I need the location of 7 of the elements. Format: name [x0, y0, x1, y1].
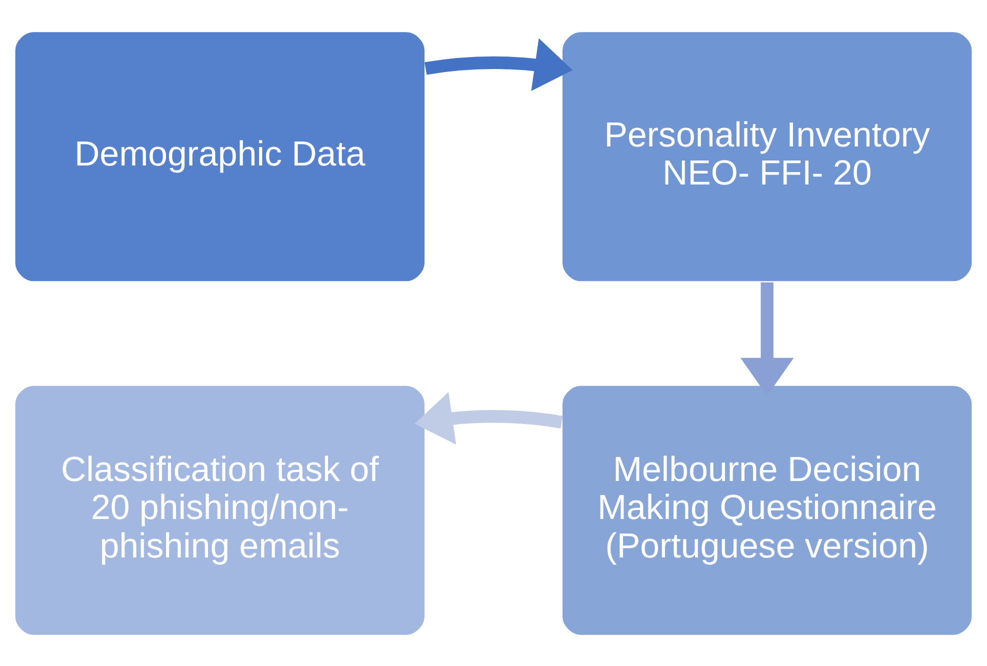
node-box: Demographic Data	[14, 30, 426, 282]
arrow	[740, 282, 794, 396]
arrow	[424, 38, 573, 90]
arrow	[414, 391, 563, 444]
node-box: Melbourne Decision Making Questionnaire (Portuguese version)	[560, 384, 974, 636]
node-box: Personality Inventory NEO- FFI- 20	[560, 30, 974, 282]
node-box: Classification task of 20 phishing/non- phishing emails	[14, 384, 426, 636]
